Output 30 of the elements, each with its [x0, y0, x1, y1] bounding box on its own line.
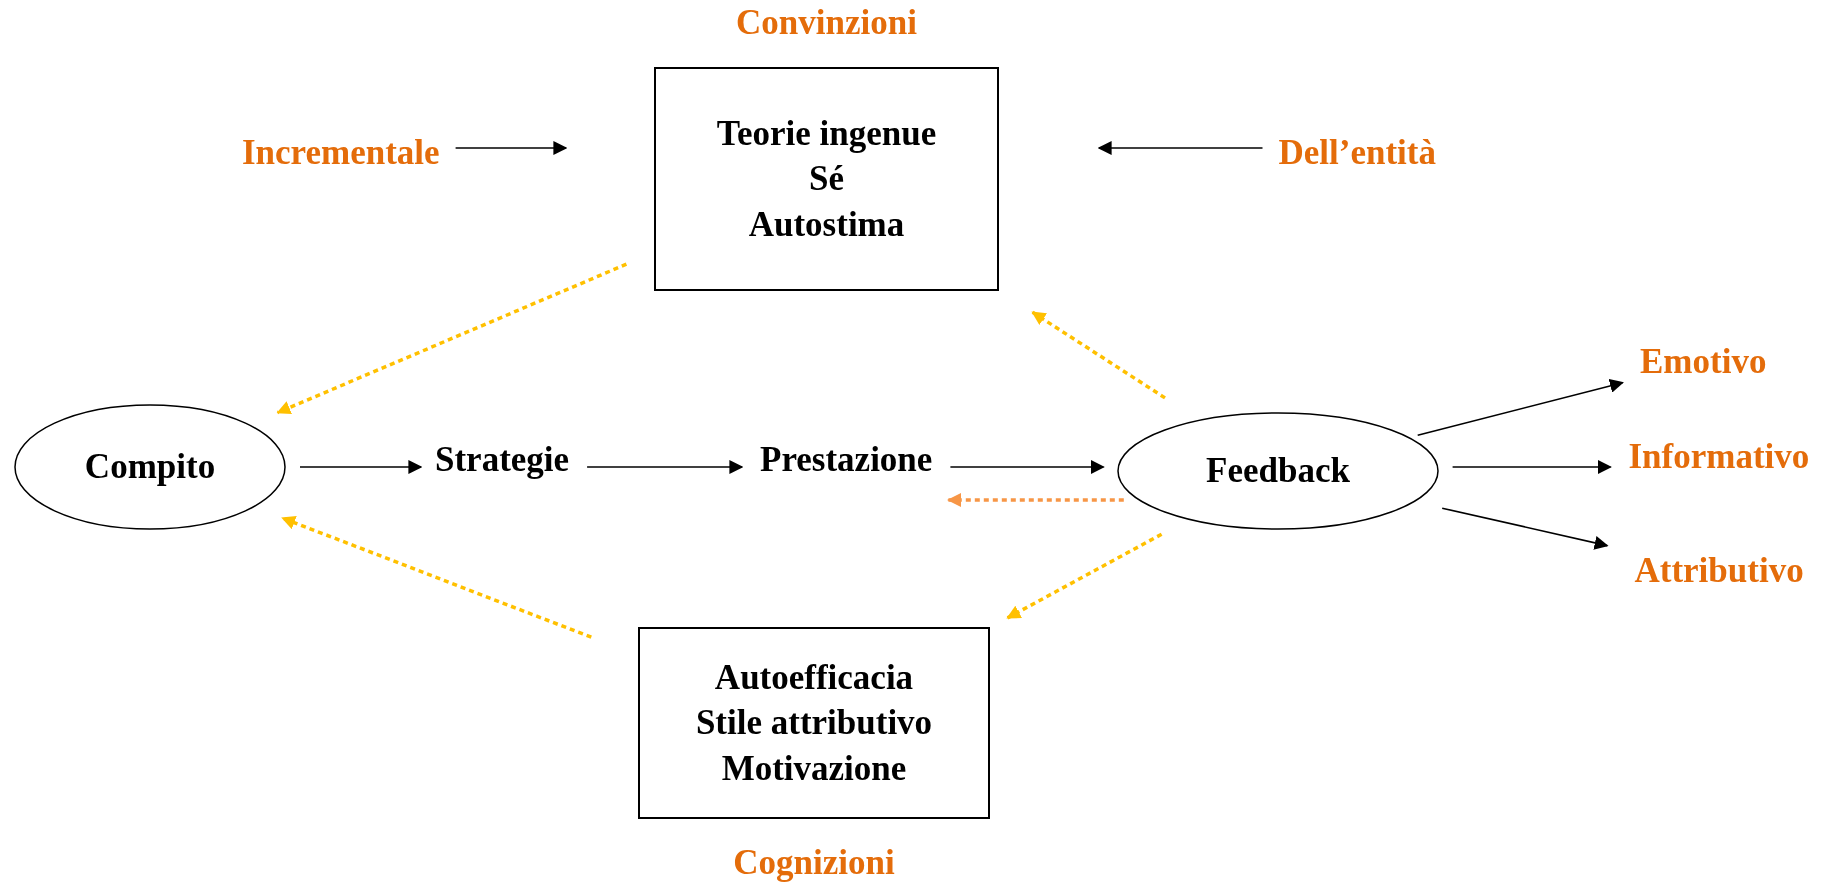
box-item: Autostima — [748, 203, 905, 246]
node-label: Attributivo — [1634, 550, 1804, 592]
arrow — [949, 460, 1105, 474]
arrow — [1416, 379, 1624, 436]
node-label: Prestazione — [760, 439, 933, 481]
box-heading: Convinzioni — [736, 3, 917, 43]
arrow — [1441, 507, 1609, 550]
dotted-arrow — [947, 493, 1124, 507]
node-label: Emotivo — [1640, 341, 1767, 383]
arrow — [299, 460, 423, 474]
dotted-arrow — [1006, 532, 1163, 620]
box-item: Autoefficacia — [714, 656, 914, 699]
dotted-arrow — [281, 516, 592, 639]
dotted-arrow — [1031, 310, 1166, 400]
box-heading: Cognizioni — [733, 843, 895, 883]
node-label: Feedback — [1206, 450, 1350, 493]
dotted-arrow — [276, 262, 628, 415]
node-label: Strategie — [435, 439, 570, 481]
box-item: Teorie ingenue — [716, 112, 937, 155]
arrow — [586, 460, 744, 474]
arrow — [1097, 141, 1264, 155]
box-item: Stile attributivo — [695, 702, 933, 745]
node-label: Compito — [84, 446, 216, 489]
box-item: Sé — [809, 158, 844, 201]
node-label: Informativo — [1628, 436, 1810, 478]
node-label: Dell’entità — [1278, 132, 1436, 174]
node-label: Incrementale — [242, 132, 440, 174]
box-item: Motivazione — [721, 747, 907, 790]
arrow — [1451, 460, 1612, 474]
arrow — [454, 141, 568, 155]
